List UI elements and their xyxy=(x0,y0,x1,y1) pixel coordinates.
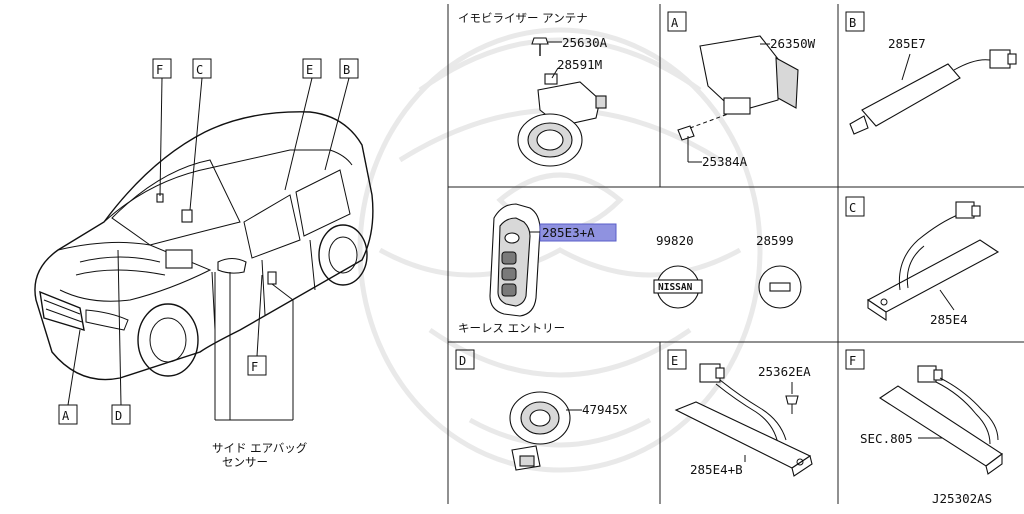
panel-immobilizer: イモビライザー アンテナ 25630A 28591M xyxy=(458,11,608,167)
panel-keyless: 285E3+A 99820 NISSAN 28599 キーレス エントリー xyxy=(458,203,802,335)
part-25630A: 25630A xyxy=(562,35,608,50)
part-28599: 28599 xyxy=(756,233,794,248)
callout-top-f: F xyxy=(156,63,163,77)
panel-b-letter: B xyxy=(849,16,856,30)
callout-bottom-a: A xyxy=(62,409,70,423)
panel-e: E 25362EA 285E4+B xyxy=(667,349,813,477)
panel-f-letter: F xyxy=(849,354,856,368)
immobilizer-title: イモビライザー アンテナ xyxy=(458,11,588,25)
callout-top-c: C xyxy=(196,63,203,77)
callout-bottom-d: D xyxy=(115,409,122,423)
side-airbag-label-line2: センサー xyxy=(222,455,268,469)
panel-a: A 26350W 25384A xyxy=(667,11,816,169)
panel-d: D 47945X xyxy=(455,349,628,471)
panel-d-letter: D xyxy=(459,354,466,368)
car-leader-lines xyxy=(67,77,350,421)
part-28591M: 28591M xyxy=(557,57,602,72)
panel-c-letter: C xyxy=(849,201,856,215)
car-callouts: F C E B A D F xyxy=(58,58,359,425)
part-25384A: 25384A xyxy=(702,154,748,169)
callout-side-f: F xyxy=(251,360,258,374)
section-grid xyxy=(447,4,1024,504)
part-99820: 99820 xyxy=(656,233,694,248)
vehicle-illustration xyxy=(34,111,374,381)
part-25362EA: 25362EA xyxy=(758,364,811,379)
callout-top-e: E xyxy=(306,63,313,77)
diagram-id: J25302AS xyxy=(932,491,992,506)
part-26350W: 26350W xyxy=(770,36,816,51)
panel-b: B 285E7 xyxy=(845,11,1017,135)
keyless-title: キーレス エントリー xyxy=(458,321,565,335)
nissan-emblem-text: NISSAN xyxy=(658,282,693,293)
sec-805-reference: SEC.805 xyxy=(860,431,913,446)
callout-top-b: B xyxy=(343,63,350,77)
part-285E4: 285E4 xyxy=(930,312,968,327)
part-47945X: 47945X xyxy=(582,402,628,417)
panel-f: F SEC.805 xyxy=(845,349,1003,475)
part-285E4B: 285E4+B xyxy=(690,462,743,477)
panel-a-letter: A xyxy=(671,16,679,30)
side-airbag-label-line1: サイド エアバッグ xyxy=(212,441,308,455)
part-285E7: 285E7 xyxy=(888,36,926,51)
part-285E3A: 285E3+A xyxy=(542,225,595,240)
panel-c: C 285E4 xyxy=(845,196,1000,327)
panel-e-letter: E xyxy=(671,354,678,368)
